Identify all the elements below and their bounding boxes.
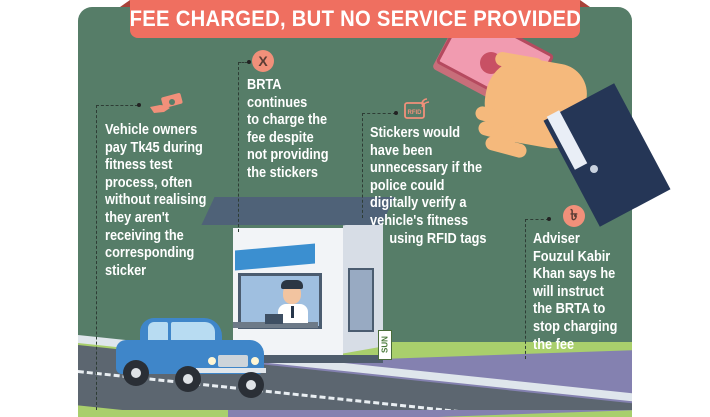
car-windshield xyxy=(171,322,215,340)
callout-line: Stickers would xyxy=(370,125,461,141)
car-rear-window xyxy=(148,322,168,340)
callout-3-leader-line xyxy=(362,113,363,218)
callout-2-text: BRTA continues to charge the fee despite… xyxy=(247,77,340,183)
callout-line: police could xyxy=(370,177,445,194)
callout-line: Vehicle owners xyxy=(105,122,198,138)
callout-1-dot xyxy=(137,103,141,107)
page-title: FEE CHARGED, BUT NO SERVICE PROVIDED xyxy=(129,6,581,31)
callout-line: using RFID tags xyxy=(389,230,487,247)
attendant-hair xyxy=(281,280,303,289)
cufflink xyxy=(590,165,598,173)
svg-text:RFID: RFID xyxy=(408,110,423,116)
car-wheel xyxy=(175,366,201,392)
callout-line: stop charging xyxy=(533,318,618,335)
attendant-tie xyxy=(291,306,294,318)
callout-line: digitally verify a xyxy=(370,195,467,212)
callout-2-dot xyxy=(247,60,251,64)
callout-line: pay Tk45 during xyxy=(105,139,203,156)
callout-1-text: Vehicle owners pay Tk45 during fitness t… xyxy=(105,122,220,280)
callout-3-leader-tick xyxy=(362,113,396,114)
car-headlight xyxy=(251,357,259,365)
callout-3-dot xyxy=(394,111,398,115)
callout-line: fitness test xyxy=(105,157,173,174)
callout-line: unnecessary if the xyxy=(370,160,483,177)
booth-side-window xyxy=(348,268,374,332)
callout-line: will instruct xyxy=(533,283,604,300)
callout-line: the BRTA to xyxy=(533,301,606,318)
banner-fold-left xyxy=(120,0,130,7)
artist-credit: SUN xyxy=(378,330,392,360)
car-grille xyxy=(218,355,248,367)
callout-line: they aren't xyxy=(105,209,170,226)
cross-glyph: X xyxy=(258,53,268,69)
callout-1-leader-line xyxy=(96,105,97,410)
callout-line: the fee xyxy=(533,336,575,353)
callout-line: the stickers xyxy=(247,164,318,181)
attendant-head xyxy=(283,284,301,304)
car-wheel xyxy=(123,360,149,386)
callout-line: fee despite xyxy=(247,129,314,146)
callout-2-leader-line xyxy=(238,62,239,232)
callout-line: have been xyxy=(370,142,433,159)
rfid-tag-icon: RFID xyxy=(404,98,430,120)
cross-badge-icon: X xyxy=(252,50,274,72)
callout-line: continues xyxy=(247,94,308,111)
taka-currency-icon: ৳ xyxy=(563,205,585,227)
callout-line: without realising xyxy=(105,192,207,209)
callout-line: to charge the xyxy=(247,112,328,129)
booth-counter xyxy=(233,322,318,328)
car-wheel xyxy=(238,372,264,398)
callout-line: process, often xyxy=(105,174,193,191)
callout-1-leader-tick xyxy=(96,105,138,106)
callout-line: Adviser xyxy=(533,231,580,247)
cash-in-hand-icon xyxy=(148,93,186,115)
callout-line: not providing xyxy=(247,147,329,164)
booth-base xyxy=(233,355,383,363)
callout-4-text: Adviser Fouzul Kabir Khan says he will i… xyxy=(533,231,629,354)
callout-4-leader-line xyxy=(525,219,526,359)
banner-fold-right xyxy=(580,0,590,7)
callout-4-leader-tick xyxy=(525,219,549,220)
callout-line: Fouzul Kabir xyxy=(533,248,611,265)
car-headlight xyxy=(208,357,216,365)
callout-line: corresponding xyxy=(105,245,195,262)
credit-text: SUN xyxy=(380,336,390,354)
callout-line: Khan says he xyxy=(533,266,616,283)
callout-line: BRTA xyxy=(247,77,282,93)
callout-line: receiving the xyxy=(105,227,184,244)
callout-line: sticker xyxy=(105,262,147,279)
callout-3-text: Stickers would have been unnecessary if … xyxy=(370,125,502,248)
car-bumper xyxy=(196,368,266,373)
booth-roof xyxy=(201,197,395,225)
taka-glyph: ৳ xyxy=(570,206,578,224)
callout-2-leader-tick xyxy=(238,62,248,63)
title-banner: FEE CHARGED, BUT NO SERVICE PROVIDED xyxy=(129,0,581,38)
computer-monitor xyxy=(265,314,283,324)
callout-4-dot xyxy=(547,217,551,221)
callout-line: vehicle's fitness xyxy=(370,212,469,229)
